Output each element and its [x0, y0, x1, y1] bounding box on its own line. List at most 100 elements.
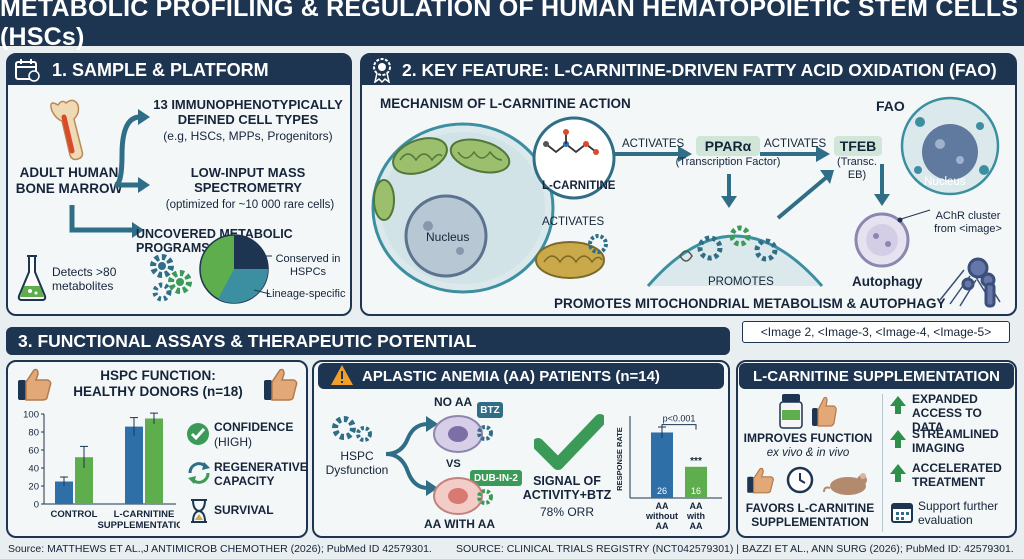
warning-icon	[331, 365, 353, 385]
promotes-bottom-label: PROMOTES MITOCHONDRIAL METABOLISM & AUTO…	[554, 296, 946, 311]
x-tick-label: SUPPLEMENTATION	[97, 520, 180, 531]
lcarnitine-label: L-CARNITINE	[542, 180, 616, 192]
signal-activity-label: SIGNAL OF ACTIVITY+BTZ	[522, 474, 612, 503]
cell-no-aa-icon	[433, 415, 483, 453]
y-tick-label: 20	[28, 482, 39, 493]
achr-pointer	[897, 209, 931, 223]
tfeb-subtext: (Transc. EB)	[837, 156, 877, 181]
bar	[125, 426, 143, 504]
x-tick-label: L-CARNITINE	[114, 509, 175, 520]
promotes-label: PROMOTES	[708, 276, 774, 288]
x-tick-label: AA	[690, 501, 703, 511]
supplementation-title: L-CARNITINE SUPPLEMENTATION	[753, 367, 1000, 385]
thumbs-up-left-icon	[18, 368, 52, 401]
checkmark-circle-icon	[187, 423, 209, 445]
hourglass-icon	[191, 499, 207, 523]
improves-function-label: IMPROVES FUNCTION	[743, 431, 873, 445]
autophagy-vesicle-icon	[854, 212, 910, 268]
vs-label: VS	[446, 458, 461, 470]
achr-label: AChR cluster from <image>	[934, 210, 1002, 235]
metabolic-pie-chart	[199, 234, 269, 304]
cell-with-aa-icon	[433, 477, 483, 515]
panel-key-feature-header: 2. KEY FEATURE: L-CARNITINE-DRIVEN FATTY…	[362, 55, 1015, 85]
support-evaluation-label: Support further evaluation	[918, 499, 999, 527]
improves-function-subtext: ex vivo & in vivo	[766, 447, 850, 459]
gears-icon	[150, 254, 192, 302]
fao-label: FAO	[876, 98, 905, 114]
section-3-header: 3. FUNCTIONAL ASSAYS & THERAPEUTIC POTEN…	[6, 327, 730, 355]
thumbs-up-small-icon	[747, 467, 774, 494]
significance-bracket	[661, 424, 697, 430]
y-tick-label: 40	[28, 464, 39, 475]
x-tick-label: CONTROL	[51, 509, 98, 520]
promotes-arc-illustration	[646, 225, 824, 287]
bar	[145, 418, 163, 504]
favors-supplementation-label: FAVORS L-CARNITINE SUPPLEMENTATION	[745, 501, 875, 529]
regenerate-cycle-icon	[188, 462, 210, 484]
aa-with-aa-label: AA WITH AA	[424, 517, 496, 531]
supplement-bottle-icon	[779, 394, 837, 429]
activates-label-2: ACTIVATES	[764, 138, 827, 150]
panel-key-feature-title: 2. KEY FEATURE: L-CARNITINE-DRIVEN FATTY…	[402, 59, 997, 80]
award-icon	[373, 58, 391, 83]
mitochondrion-icon	[535, 234, 608, 279]
streamlined-imaging-label: STREAMLINED IMAGING	[912, 427, 999, 455]
arrow-up-icon-1	[890, 396, 906, 414]
arrow-up-icon-2	[890, 430, 906, 448]
autophagy-label: Autophagy	[852, 274, 923, 289]
mass-spec-label: LOW-INPUT MASS SPECTROMETRY	[190, 165, 306, 195]
metabolic-programs-label: UNCOVERED METABOLIC PROGRAMS	[136, 227, 293, 256]
clock-icon	[786, 466, 814, 494]
cell-illustration	[371, 122, 555, 294]
bar-value-label: 16	[691, 486, 701, 496]
mouse-icon	[823, 473, 867, 495]
regenerative-capacity-label: REGENERATIVE CAPACITY	[214, 460, 308, 488]
mechanism-arrows	[615, 146, 890, 220]
aa-branch-arrows	[385, 416, 438, 496]
image-refs-label: <Image 2, <Image-3, <Image-4, <Image-5>	[742, 321, 1010, 343]
bar	[685, 466, 707, 498]
arrow-up-icon-3	[890, 464, 906, 482]
ppar-label: PPARα	[696, 136, 760, 157]
calendar-icon	[15, 59, 40, 82]
cell-types-subtext: (e.g, HSCs, MPPs, Progenitors)	[163, 129, 333, 143]
sample-flow-arrows	[69, 109, 150, 238]
fao-cell-illustration	[900, 96, 1000, 196]
lcarnitine-molecule-icon	[530, 116, 616, 200]
aa-header: APLASTIC ANEMIA (AA) PATIENTS (n=14)	[318, 363, 724, 389]
page-title: METABOLIC PROFILING & REGULATION OF HUMA…	[0, 0, 1024, 51]
tfeb-label: TFEB	[834, 136, 882, 157]
panel-sample-title: 1. SAMPLE & PLATFORM	[52, 59, 269, 80]
x-tick-label: AA	[656, 501, 669, 511]
gear-small-icon-1	[477, 425, 493, 441]
supplementation-divider	[882, 394, 883, 532]
survival-label: SURVIVAL	[214, 503, 274, 517]
bone-marrow-label: ADULT HUMAN BONE MARROW	[15, 165, 123, 196]
confidence-label: CONFIDENCE	[214, 420, 294, 434]
bar	[75, 457, 93, 504]
footer-source-left: Source: MATTHEWS ET AL.,J ANTIMICROB CHE…	[8, 543, 432, 555]
aa-header-title: APLASTIC ANEMIA (AA) PATIENTS (n=14)	[362, 367, 660, 385]
mechanism-label: MECHANISM OF L-CARNITINE ACTION	[380, 96, 631, 111]
x-tick-label: AA	[690, 521, 703, 531]
dub-badge: DUB-IN-2	[470, 470, 522, 486]
big-checkmark-icon	[534, 414, 604, 470]
accelerated-treatment-label: ACCELERATED TREATMENT	[912, 461, 1002, 489]
bar	[55, 481, 73, 504]
footer-source-right: SOURCE: CLINICAL TRIALS REGISTRY (NCT042…	[456, 543, 1014, 555]
nucleus-right-label: Nucleus	[924, 176, 966, 188]
btz-badge: BTZ	[477, 402, 503, 418]
hspc-dysfunction-label: HSPC Dysfunction	[325, 449, 389, 477]
y-tick-label: 100	[23, 410, 39, 421]
calendar-small-icon	[891, 503, 913, 523]
significance-stars: ***	[690, 456, 702, 467]
hspc-function-title: HSPC FUNCTION: HEALTHY DONORS (n=18)	[73, 368, 243, 399]
bone-icon	[50, 99, 84, 161]
thumbs-up-right-icon	[264, 368, 298, 401]
neuron-cluster-icon	[939, 257, 1001, 308]
nucleus-left-label: Nucleus	[426, 230, 470, 244]
gear-small-icon-2	[477, 489, 493, 505]
panel-sample-platform	[6, 53, 352, 316]
activates-label-1: ACTIVATES	[622, 138, 685, 150]
flask-icon	[17, 255, 47, 301]
